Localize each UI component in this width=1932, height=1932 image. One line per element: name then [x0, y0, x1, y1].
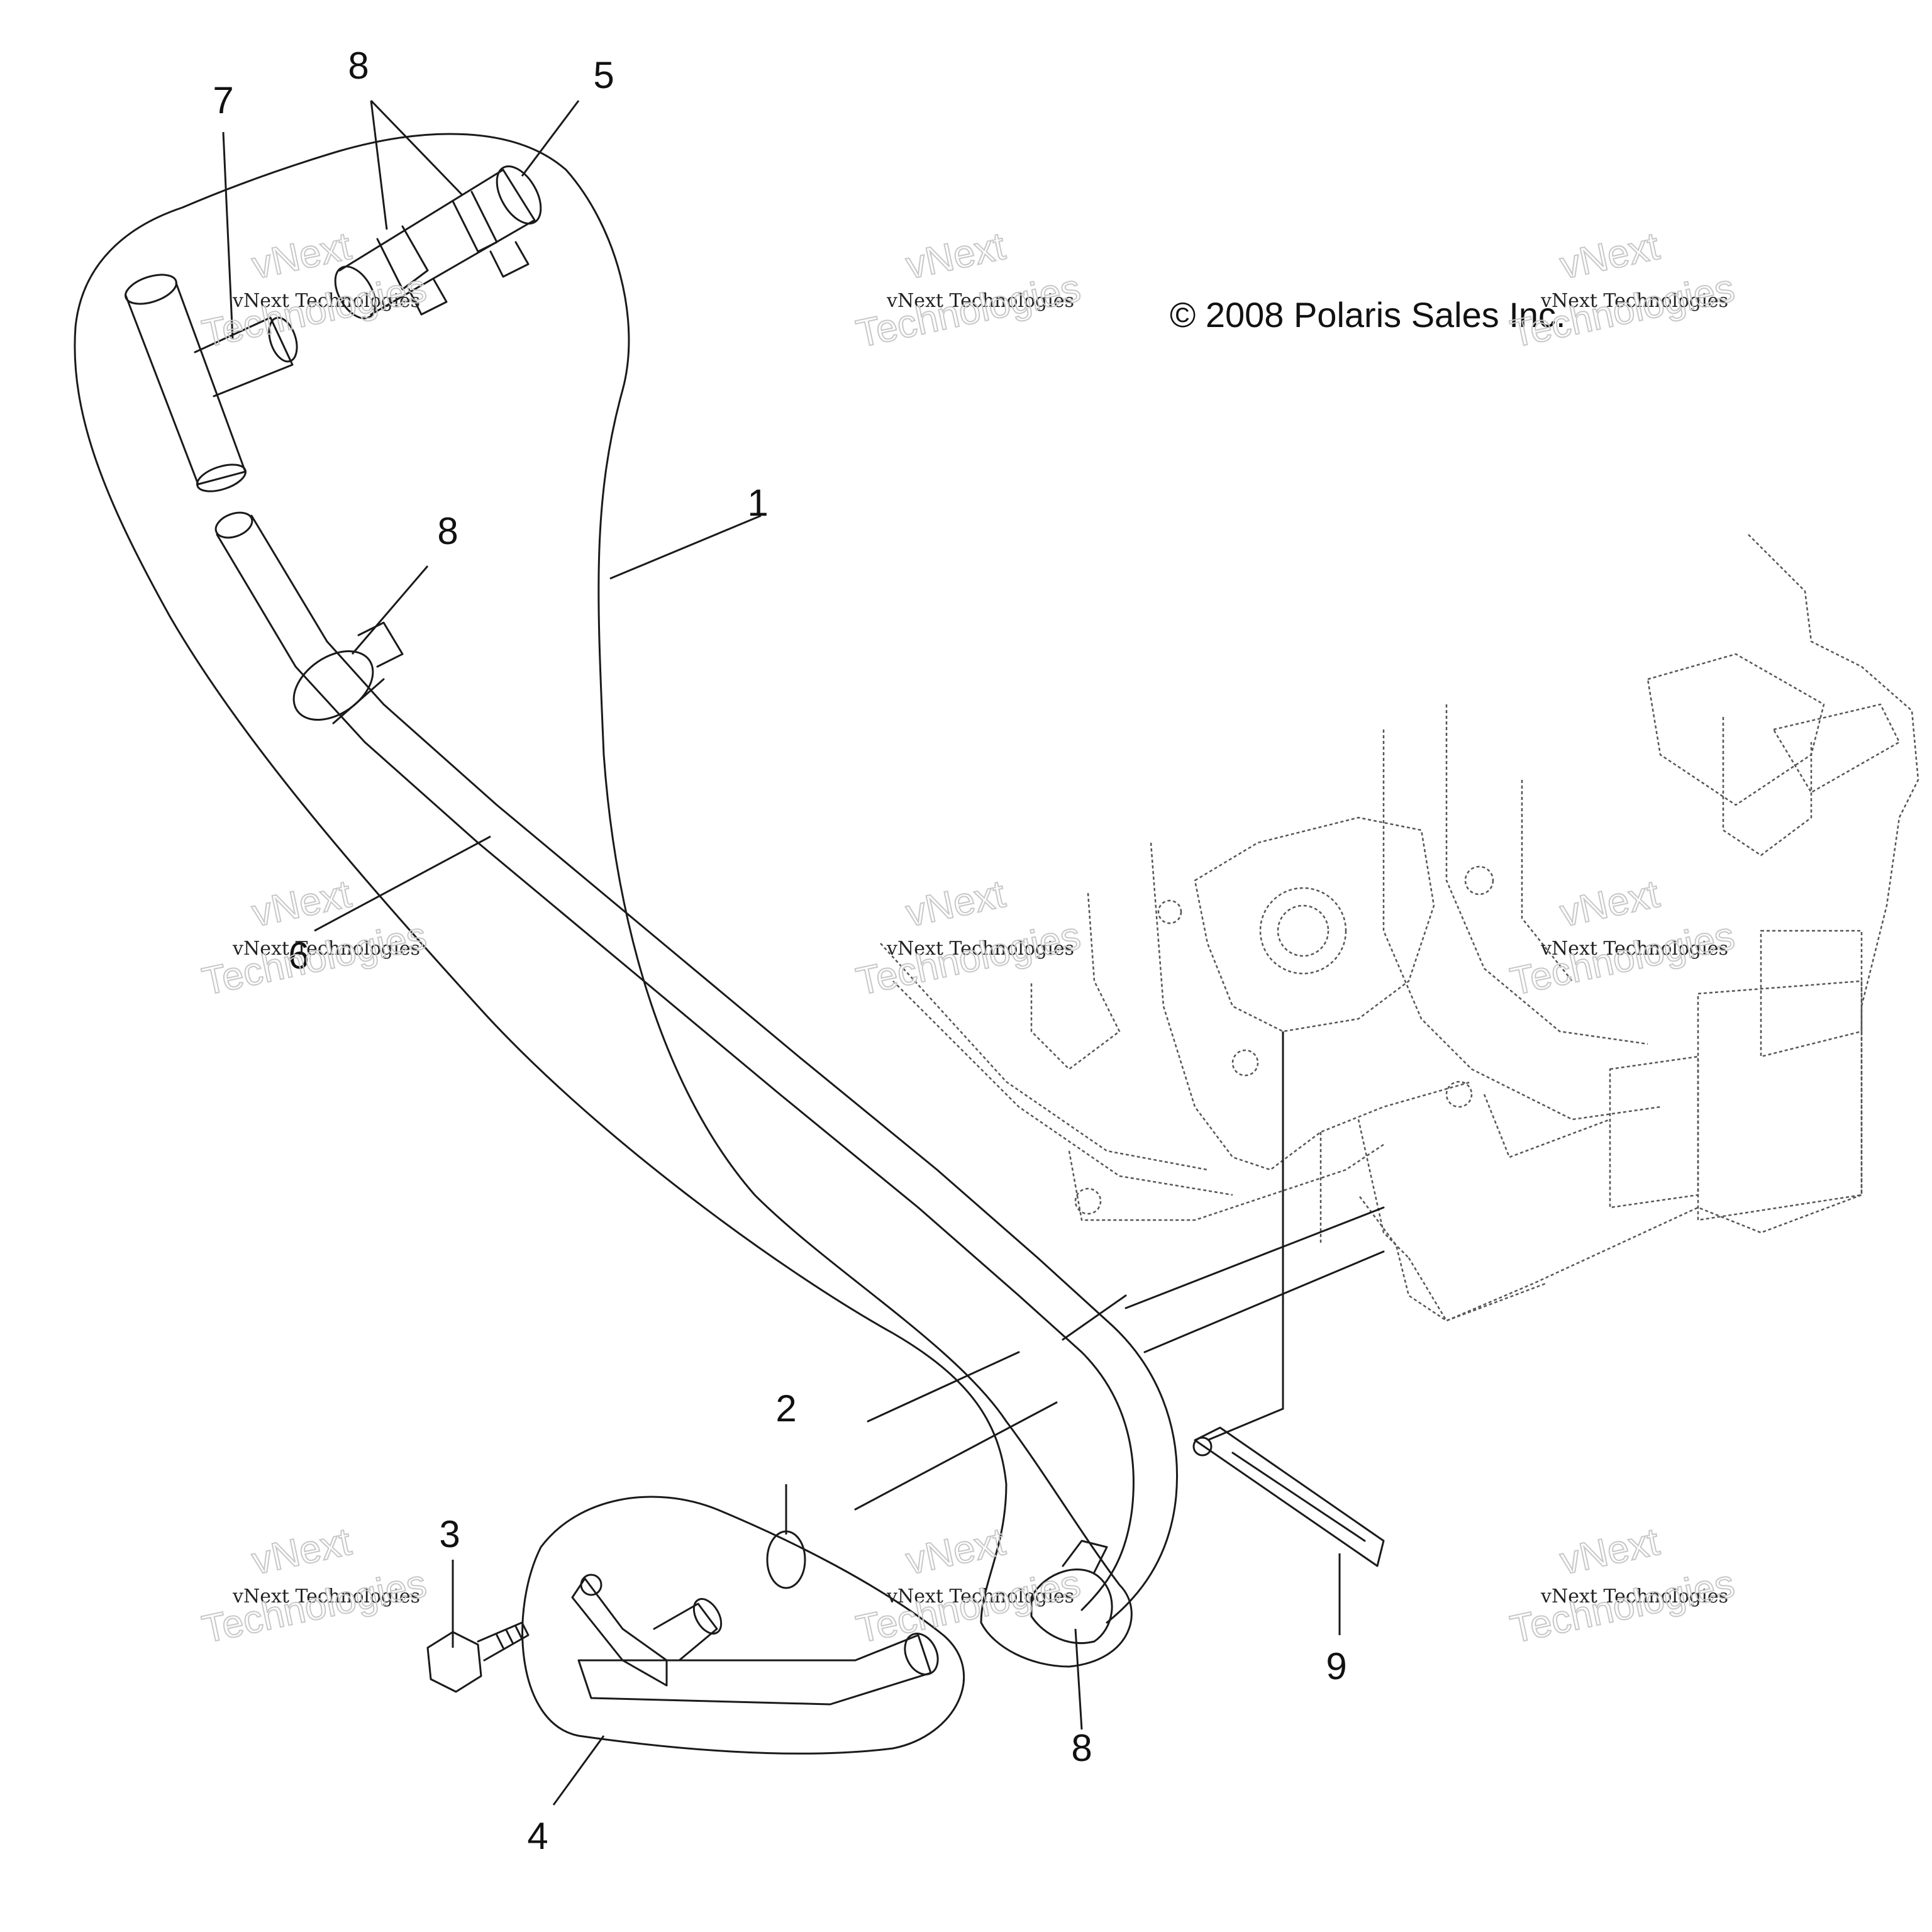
callout-8-bottom: 8 [1071, 1727, 1092, 1769]
svg-text:vNext: vNext [248, 1520, 355, 1583]
svg-text:Technologies: Technologies [1507, 914, 1738, 1004]
callout-2: 2 [775, 1387, 796, 1430]
svg-text:vNext Technologies: vNext Technologies [886, 1585, 1074, 1607]
svg-text:Technologies: Technologies [199, 914, 430, 1004]
svg-text:vNext: vNext [902, 225, 1009, 287]
item-1-outline [74, 133, 1133, 1668]
svg-text:vNext Technologies: vNext Technologies [886, 290, 1074, 312]
item-6-hose [214, 511, 1179, 1624]
watermark: vNext vNext Technologies Technologies [852, 224, 1085, 357]
svg-text:vNext Technologies: vNext Technologies [232, 290, 420, 312]
callout-8-top: 8 [348, 45, 369, 87]
watermark: vNext vNext Technologies Technologies [852, 872, 1085, 1004]
callout-labels: 7 8 5 1 8 6 2 3 4 8 9 [213, 45, 1346, 1857]
watermark: vNext vNext Technologies Technologies [198, 1519, 431, 1652]
svg-text:vNext Technologies: vNext Technologies [1540, 938, 1728, 960]
callout-8-mid: 8 [437, 510, 458, 552]
watermark: vNext vNext Technologies Technologies [1506, 1519, 1739, 1652]
engine-block-outline [880, 534, 1919, 1322]
svg-text:Technologies: Technologies [1507, 266, 1738, 356]
svg-text:vNext: vNext [1557, 872, 1663, 935]
svg-text:vNext Technologies: vNext Technologies [1540, 1585, 1728, 1607]
watermark: vNext vNext Technologies Technologies [1506, 224, 1739, 357]
svg-text:vNext: vNext [1557, 1520, 1663, 1583]
callout-7: 7 [213, 79, 233, 121]
callout-1: 1 [747, 482, 768, 524]
item-9-strap [1192, 1426, 1385, 1567]
callout-9: 9 [1326, 1645, 1346, 1687]
item-3-bolt [426, 1621, 530, 1693]
svg-text:vNext Technologies: vNext Technologies [232, 1585, 420, 1607]
watermark: vNext vNext Technologies Technologies [198, 224, 431, 357]
svg-text:vNext: vNext [902, 1520, 1009, 1583]
item-5-coupler [334, 165, 542, 319]
svg-text:Technologies: Technologies [853, 914, 1084, 1004]
leader-lines [222, 99, 1341, 1806]
watermark: vNext vNext Technologies Technologies [1506, 872, 1739, 1004]
callout-4: 4 [527, 1815, 548, 1857]
callout-6: 6 [288, 935, 309, 977]
svg-text:vNext Technologies: vNext Technologies [1540, 290, 1728, 312]
svg-text:vNext: vNext [248, 225, 355, 287]
drive-shaft-lines [854, 1206, 1385, 1511]
svg-text:Technologies: Technologies [199, 1562, 430, 1652]
item-8-clamp-lower [1030, 1540, 1113, 1645]
svg-text:Technologies: Technologies [1507, 1562, 1738, 1652]
svg-text:Technologies: Technologies [853, 1562, 1084, 1652]
callout-3: 3 [439, 1513, 460, 1555]
item-4-outlet [521, 1496, 965, 1755]
svg-text:vNext Technologies: vNext Technologies [886, 938, 1074, 960]
svg-text:vNext: vNext [1557, 225, 1663, 287]
item-8-clamp-upper [292, 621, 404, 721]
watermark: vNext vNext Technologies Technologies [198, 872, 431, 1004]
svg-text:Technologies: Technologies [199, 266, 430, 356]
watermark: vNext vNext Technologies Technologies [852, 1519, 1085, 1652]
watermark-group: vNext vNext Technologies Technologies vN… [198, 224, 1739, 1652]
callout-5: 5 [593, 54, 614, 96]
svg-text:vNext Technologies: vNext Technologies [232, 938, 420, 960]
svg-text:vNext: vNext [902, 872, 1009, 935]
svg-text:vNext: vNext [248, 872, 355, 935]
svg-text:Technologies: Technologies [853, 266, 1084, 356]
copyright-notice: © 2008 Polaris Sales Inc. [1170, 295, 1566, 335]
